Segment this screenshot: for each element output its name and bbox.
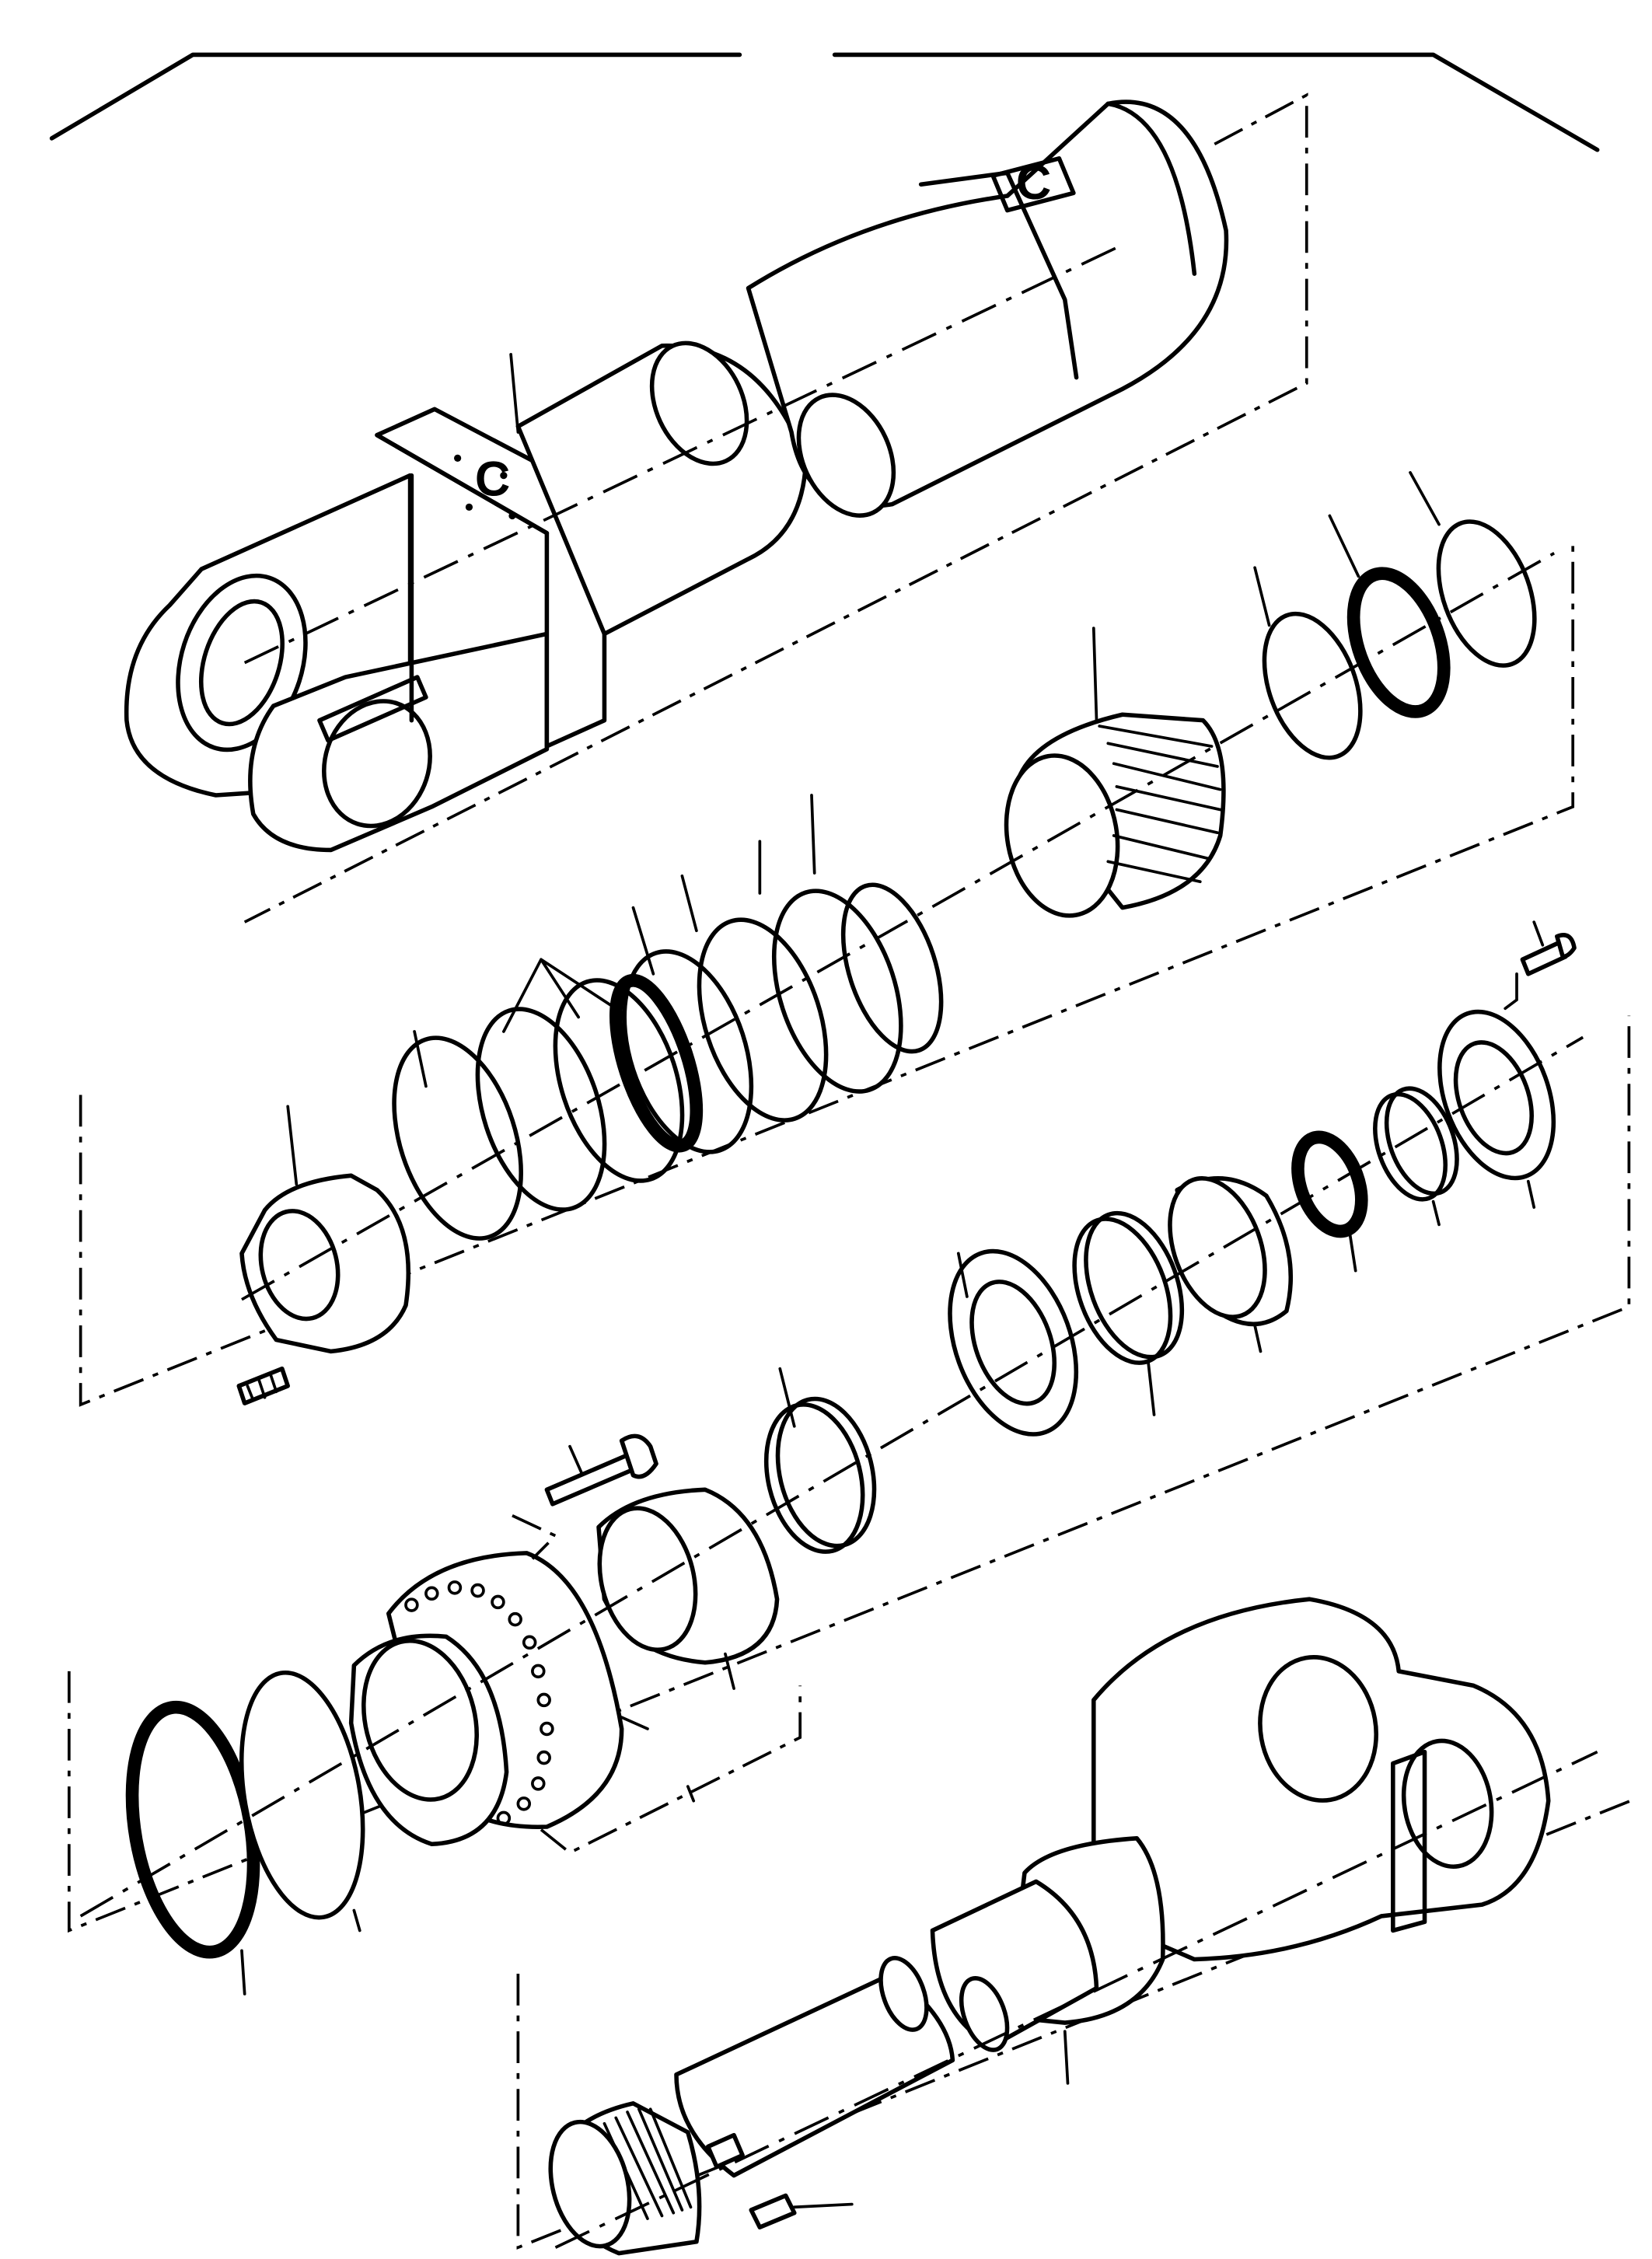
head-wear-ring[interactable]: [752, 1367, 889, 1562]
tube-group-boundary: [243, 93, 1308, 924]
rod-section-break-1: [878, 1956, 929, 2032]
head-axis: [79, 1035, 1584, 1918]
tube-mark: C: [990, 155, 1076, 213]
cylinder-tube[interactable]: C C: [124, 100, 1229, 853]
set-screw-icon[interactable]: [236, 1366, 290, 1405]
backup-ring-icon[interactable]: [1420, 508, 1552, 679]
split-ring-5[interactable]: [676, 903, 849, 1136]
rod-seal[interactable]: [1362, 1079, 1470, 1227]
head-bolt-holes: [404, 1580, 554, 1826]
rod-axis: [554, 1750, 1598, 2249]
split-ring-2[interactable]: [454, 993, 627, 1226]
piston-rod-icon[interactable]: [539, 1597, 1551, 2256]
piston-nut-icon[interactable]: [239, 1105, 411, 1354]
tube-block-mark: C: [454, 452, 516, 520]
piston-seal-ring[interactable]: [599, 971, 713, 1155]
head-seal-ring[interactable]: [224, 1663, 380, 1927]
bushing-icon[interactable]: [585, 1487, 780, 1690]
head-bracket: [540, 1685, 802, 1855]
rear-clevis-bushing: [198, 599, 285, 727]
tube-mark-text: C: [1016, 155, 1051, 210]
split-ring-6[interactable]: [751, 875, 924, 1108]
head-o-ring[interactable]: [1286, 1129, 1374, 1241]
piston-split-rings[interactable]: [371, 794, 960, 1255]
wiper-ring[interactable]: [1057, 1200, 1200, 1416]
cap-screw[interactable]: [1504, 920, 1577, 1011]
split-ring-3[interactable]: [532, 964, 705, 1197]
split-ring-4[interactable]: [601, 935, 774, 1168]
rod-eye-bore: [1258, 1655, 1379, 1803]
rod-eye-lock-plate: [1391, 1749, 1427, 1933]
split-ring-7[interactable]: [825, 872, 960, 1063]
o-ring-icon[interactable]: [1336, 561, 1462, 724]
rod-section-break-2: [959, 1976, 1010, 2052]
piston-bore: [1004, 753, 1120, 918]
top-bracket-frame: [49, 52, 1600, 152]
head-bore: [361, 1638, 479, 1802]
tube-section-break-front: [796, 393, 896, 518]
tube-block-mark-text: C: [475, 452, 510, 507]
cylinder-head-icon[interactable]: [348, 1551, 649, 1847]
rod-group-boundary: [516, 1799, 1631, 2250]
piston-group-boundary: [79, 543, 1575, 1407]
gland-flange[interactable]: [1152, 1165, 1294, 1353]
clevis-lock-plate: [317, 675, 428, 743]
head-group-boundary: [67, 1015, 1631, 1933]
piston[interactable]: [994, 627, 1226, 924]
key-icon[interactable]: [705, 2132, 854, 2230]
split-ring-1[interactable]: [371, 1021, 544, 1255]
wear-ring-icon[interactable]: [1246, 601, 1378, 771]
bolt-icon[interactable]: [512, 1433, 658, 1560]
piston-seal-rings[interactable]: [1246, 471, 1552, 771]
piston-axis: [241, 552, 1556, 1301]
tube-axis: [243, 243, 1123, 665]
